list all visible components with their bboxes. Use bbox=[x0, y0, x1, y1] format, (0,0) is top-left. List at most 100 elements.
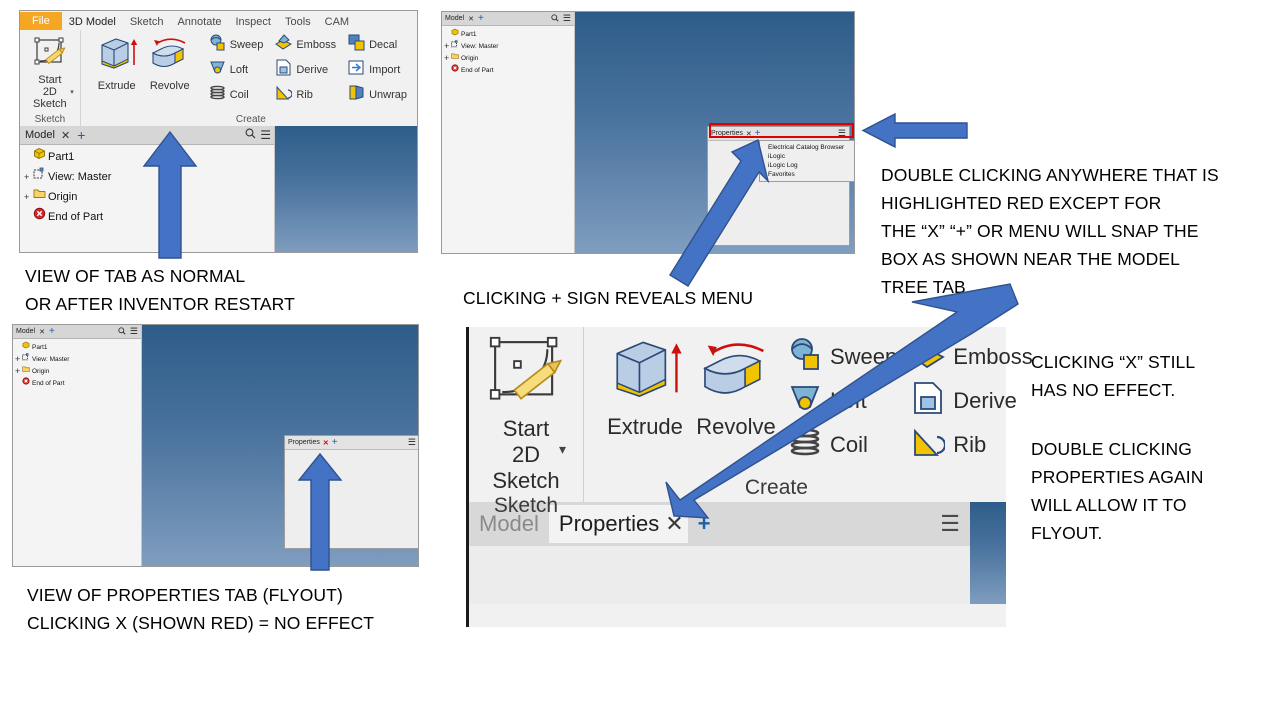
tree-node-view-master[interactable]: + View: Master bbox=[444, 40, 574, 52]
browser-menu-icon[interactable]: ☰ bbox=[260, 128, 271, 142]
tree-expander[interactable]: + bbox=[15, 353, 21, 364]
browser-tab-model[interactable]: Model bbox=[25, 129, 55, 141]
browser-tab-model[interactable]: Model bbox=[445, 15, 465, 22]
menu-item-favorites[interactable]: Favorites bbox=[768, 171, 795, 178]
tree-node-view-master[interactable]: + View: Master bbox=[15, 353, 141, 365]
derive-button[interactable]: Derive bbox=[271, 58, 340, 82]
ribbon-tab-inspect[interactable]: Inspect bbox=[235, 16, 271, 28]
properties-menu-icon[interactable]: ☰ bbox=[837, 128, 846, 138]
browser-tab-close-icon[interactable]: ✕ bbox=[60, 129, 71, 142]
tree-node-origin[interactable]: + Origin bbox=[444, 52, 574, 64]
properties-menu-icon[interactable]: ☰ bbox=[407, 437, 416, 447]
properties-tab-close-icon[interactable]: ✕ bbox=[322, 439, 329, 447]
ribbon-tab-tools[interactable]: Tools bbox=[284, 16, 311, 28]
properties-tab-label[interactable]: Properties bbox=[288, 439, 320, 446]
ribbon-tab-3d-model[interactable]: 3D Model bbox=[61, 14, 123, 30]
browser-tab-model[interactable]: Model bbox=[16, 328, 36, 335]
coil-button[interactable]: Coil bbox=[205, 83, 268, 107]
ribbon-tab-cam[interactable]: CAM bbox=[324, 16, 350, 28]
start-2d-sketch-dropdown-arrow[interactable]: ▾ bbox=[558, 441, 566, 457]
browser-menu-icon[interactable]: ☰ bbox=[940, 511, 960, 536]
extrude-icon bbox=[96, 35, 138, 80]
search-icon[interactable] bbox=[245, 128, 256, 142]
derive-button[interactable]: Derive bbox=[911, 381, 1032, 420]
tree-node-origin[interactable]: + Origin bbox=[15, 365, 141, 377]
folder-icon bbox=[451, 52, 459, 64]
tree-expander[interactable]: + bbox=[15, 365, 21, 376]
model-tree: Part1 + View: Master + Origin End of Par… bbox=[13, 339, 141, 566]
sweep-button[interactable]: Sweep bbox=[788, 337, 897, 376]
search-icon[interactable] bbox=[118, 326, 126, 337]
tree-expander[interactable]: + bbox=[24, 172, 30, 182]
start-2d-sketch-button[interactable]: Start 2D Sketch bbox=[483, 335, 569, 494]
callout-top-right: DOUBLE CLICKING ANYWHERE THAT IS HIGHLIG… bbox=[881, 165, 1219, 297]
tree-node-view-master[interactable]: + View: Master bbox=[24, 167, 274, 187]
tree-expander[interactable]: + bbox=[444, 40, 450, 51]
browser-tab-close-icon[interactable]: ✕ bbox=[39, 328, 45, 336]
ribbon-tab-annotate[interactable]: Annotate bbox=[177, 16, 222, 28]
decal-button[interactable]: Decal bbox=[344, 33, 411, 57]
browser-tab-close-icon[interactable]: ✕ bbox=[468, 15, 474, 23]
tree-node-end-of-part[interactable]: End of Part bbox=[444, 64, 574, 76]
menu-item-electrical-catalog-browser[interactable]: Electrical Catalog Browser bbox=[768, 144, 845, 151]
browser-tab-add-icon[interactable]: + bbox=[48, 326, 55, 337]
graphics-viewport[interactable] bbox=[970, 502, 1006, 604]
properties-tab-add-icon[interactable]: + bbox=[331, 437, 338, 448]
menu-item-ilogic-log[interactable]: iLogic Log bbox=[768, 162, 798, 169]
extrude-button[interactable]: Extrude bbox=[600, 335, 690, 440]
start-2d-sketch-label-line2: 2D Sketch bbox=[492, 442, 560, 493]
tree-node-end-of-part[interactable]: End of Part bbox=[24, 207, 274, 227]
folder-icon bbox=[22, 365, 30, 377]
tree-node-origin[interactable]: + Origin bbox=[24, 187, 274, 207]
sweep-icon bbox=[209, 34, 226, 56]
callout-bottom-right-b: DOUBLE CLICKING PROPERTIES AGAIN WILL AL… bbox=[1031, 439, 1204, 543]
callout-top-middle: CLICKING + SIGN REVEALS MENU bbox=[463, 288, 754, 308]
tree-expander[interactable]: + bbox=[444, 52, 450, 63]
search-icon[interactable] bbox=[551, 13, 559, 24]
arrow-diagonal-to-properties-tab bbox=[669, 139, 770, 287]
revolve-button[interactable]: Revolve bbox=[143, 33, 197, 92]
properties-tab-add-icon[interactable]: + bbox=[754, 128, 761, 139]
start-2d-sketch-label-line2: 2D Sketch bbox=[33, 86, 67, 110]
tree-node-end-of-part[interactable]: End of Part bbox=[15, 377, 141, 389]
browser-menu-icon[interactable]: ☰ bbox=[562, 13, 571, 23]
tree-node-part1[interactable]: Part1 bbox=[24, 147, 274, 167]
derive-label: Derive bbox=[953, 387, 1017, 413]
rib-button[interactable]: Rib bbox=[271, 83, 340, 107]
browser-tab-model[interactable]: Model bbox=[479, 511, 539, 536]
emboss-button[interactable]: Emboss bbox=[271, 33, 340, 57]
import-button[interactable]: Import bbox=[344, 58, 411, 82]
tree-node-label: Part1 bbox=[48, 151, 75, 163]
rib-button[interactable]: Rib bbox=[911, 425, 1032, 464]
properties-tab-label[interactable]: Properties bbox=[711, 130, 743, 137]
tree-expander[interactable]: + bbox=[24, 192, 30, 202]
tree-node-label: Origin bbox=[32, 367, 50, 375]
sweep-button[interactable]: Sweep bbox=[205, 33, 268, 57]
start-2d-sketch-button[interactable]: Start 2D Sketch bbox=[26, 33, 74, 110]
loft-button[interactable]: Loft bbox=[205, 58, 268, 82]
ribbon-group-create-label: Create bbox=[744, 476, 808, 499]
ribbon-tab-sketch[interactable]: Sketch bbox=[129, 16, 164, 28]
properties-tab-close-icon[interactable]: ✕ bbox=[745, 130, 752, 138]
sweep-icon bbox=[788, 337, 822, 376]
browser-tab-add-icon[interactable]: + bbox=[477, 13, 484, 24]
browser-tab-add-icon[interactable]: + bbox=[77, 127, 86, 143]
unwrap-button[interactable]: Unwrap bbox=[344, 83, 411, 107]
tree-node-part1[interactable]: Part1 bbox=[444, 28, 574, 40]
browser-tab-properties[interactable]: Properties bbox=[548, 505, 664, 543]
browser-menu-icon[interactable]: ☰ bbox=[129, 326, 138, 336]
tree-node-part1[interactable]: Part1 bbox=[15, 341, 141, 353]
properties-panel-body[interactable] bbox=[469, 546, 970, 604]
ribbon-tab-file[interactable]: File bbox=[20, 12, 62, 30]
part-icon bbox=[22, 341, 30, 353]
derive-icon bbox=[911, 381, 945, 420]
loft-icon bbox=[788, 381, 822, 420]
menu-item-ilogic[interactable]: iLogic bbox=[768, 153, 785, 160]
revolve-button[interactable]: Revolve bbox=[690, 335, 782, 440]
graphics-viewport[interactable]: Properties ✕ + ☰ bbox=[142, 325, 418, 566]
start-2d-sketch-dropdown-arrow[interactable]: ▾ bbox=[70, 89, 74, 96]
emboss-label: Emboss bbox=[296, 39, 337, 51]
arrow-diagonal-to-properties-close-icon bbox=[665, 283, 1019, 519]
graphics-viewport[interactable] bbox=[275, 126, 417, 252]
extrude-button[interactable]: Extrude bbox=[91, 33, 143, 92]
